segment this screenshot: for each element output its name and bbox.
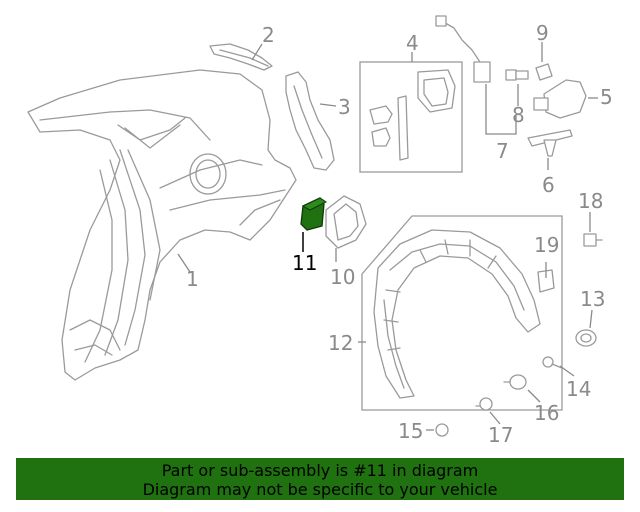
info-banner: Part or sub-assembly is #11 in diagram D… xyxy=(16,458,624,500)
callout-3: 3 xyxy=(338,95,351,119)
part-8-bolt xyxy=(505,69,529,81)
callout-15: 15 xyxy=(398,419,423,443)
part-16-nut xyxy=(503,374,527,390)
callout-13: 13 xyxy=(580,287,605,311)
callout-5: 5 xyxy=(600,85,613,109)
part-10-fuel-door-housing xyxy=(325,195,367,249)
callout-16: 16 xyxy=(534,401,559,425)
callout-19: 19 xyxy=(534,233,559,257)
part-1-quarter-panel xyxy=(27,69,297,381)
part-6-clip xyxy=(527,129,573,157)
callout-numbers: 1 2 3 4 5 6 7 8 9 10 11 12 13 14 15 16 1… xyxy=(186,21,613,447)
callout-12: 12 xyxy=(328,331,353,355)
part-3-extension-panel xyxy=(285,71,335,171)
part-12-liner-box xyxy=(361,215,563,411)
banner-line-2: Diagram may not be specific to your vehi… xyxy=(142,480,498,499)
leader-lines xyxy=(177,42,598,431)
banner-line-1: Part or sub-assembly is #11 in diagram xyxy=(161,461,479,480)
callout-7: 7 xyxy=(496,139,509,163)
part-2-trim-strip xyxy=(209,43,273,71)
part-11-highlighted-bracket xyxy=(300,197,327,231)
callout-1: 1 xyxy=(186,267,199,291)
callout-11-highlighted: 11 xyxy=(292,251,317,275)
callout-17: 17 xyxy=(488,423,513,447)
part-17-bolt xyxy=(475,397,493,411)
part-9-grommet xyxy=(535,63,553,81)
callout-2: 2 xyxy=(262,23,275,47)
part-15-clip xyxy=(435,423,449,437)
callout-8: 8 xyxy=(512,103,525,127)
callout-6: 6 xyxy=(542,173,555,197)
part-18-clip xyxy=(583,233,603,247)
callout-9: 9 xyxy=(536,21,549,45)
callout-18: 18 xyxy=(578,189,603,213)
callout-10: 10 xyxy=(330,265,355,289)
callout-4: 4 xyxy=(406,31,419,55)
part-13-plug xyxy=(575,329,597,347)
callout-14: 14 xyxy=(566,377,591,401)
part-14-screw xyxy=(542,356,563,369)
part-5-actuator xyxy=(533,79,587,119)
part-4-fuel-lid-box xyxy=(359,61,463,173)
part-7-release-cable xyxy=(435,15,491,83)
exploded-parts-diagram: 1 2 3 4 5 6 7 8 9 10 11 12 13 14 15 16 1… xyxy=(27,15,613,447)
